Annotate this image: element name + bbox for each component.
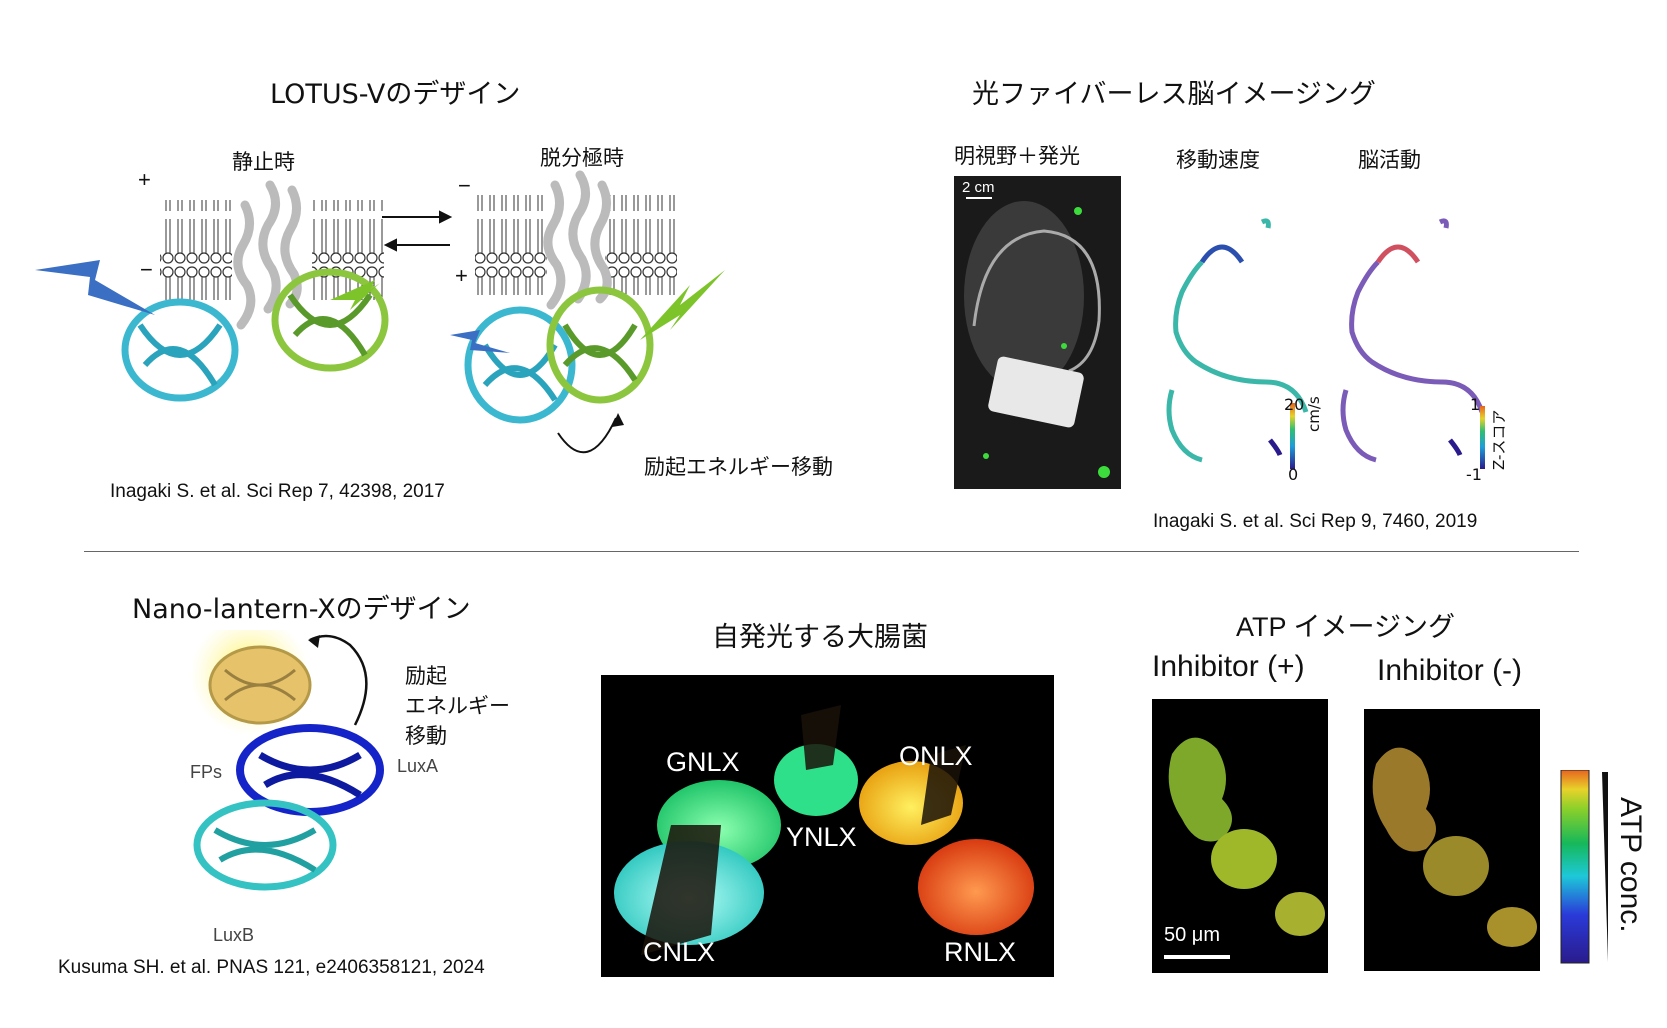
- flask-rnlx: RNLX: [944, 937, 1017, 967]
- scale-2cm: 2 cm: [962, 179, 995, 196]
- speed-colorbar: [1290, 403, 1295, 469]
- rest-state-label: 静止時: [232, 150, 295, 174]
- membrane-left-b: [312, 200, 384, 300]
- inhibitor-minus-label: Inhibitor (-): [1377, 654, 1523, 687]
- fps-label: FPs: [190, 762, 223, 782]
- nanolantern-citation: Kusuma SH. et al. PNAS 121, e2406358121,…: [58, 957, 485, 978]
- green-lightning-small: [330, 280, 380, 310]
- equilibrium-arrows: [382, 210, 453, 252]
- atp-image-plus: 50 μm: [1152, 699, 1328, 973]
- flask-onlx: ONLX: [899, 741, 973, 771]
- inhibitor-plus-label: Inhibitor (+): [1152, 650, 1305, 683]
- plus-left: +: [138, 167, 151, 192]
- membrane-left-a: [160, 200, 232, 300]
- brain-activity-label: 脳活動: [1358, 148, 1421, 172]
- voltage-sensor-right: [543, 170, 612, 310]
- flask-cnlx: CNLX: [643, 937, 716, 967]
- fp-barrel: [208, 645, 312, 725]
- voltage-sensor-left: [233, 180, 302, 330]
- fret-arrow: [557, 417, 617, 454]
- luxb-domain: [193, 799, 337, 891]
- flask-photo: GNLX YNLX ONLX CNLX RNLX: [601, 675, 1054, 977]
- flask-gnlx: GNLX: [666, 747, 740, 777]
- bacteria-title: 自発光する大腸菌: [712, 622, 928, 653]
- brain-citation: Inagaki S. et al. Sci Rep 9, 7460, 2019: [1153, 511, 1478, 532]
- membrane-right-a: [475, 195, 547, 295]
- nlx-energy-2: エネルギー: [405, 694, 510, 718]
- luxa-domain: [236, 724, 384, 816]
- speed-unit: cm/s: [1305, 396, 1323, 432]
- atp-colorbar: [1560, 770, 1608, 964]
- zscore-min: -1: [1466, 465, 1482, 484]
- green-lightning-large: [640, 270, 725, 340]
- trajectory-plots: [1166, 218, 1485, 469]
- blue-lightning-right: [450, 330, 510, 353]
- speed-trajectory: [1166, 218, 1309, 463]
- fret-label: 励起エネルギー移動: [644, 455, 833, 479]
- brightfield-label: 明視野＋発光: [954, 144, 1080, 168]
- minus-right: −: [458, 173, 471, 198]
- green-protein-right: [546, 286, 654, 404]
- nanolantern-diagram: [190, 630, 384, 891]
- zscore-max: 1: [1470, 395, 1481, 414]
- membrane-right-b: [605, 195, 677, 295]
- cyan-protein-left: [121, 298, 239, 402]
- zscore-unit: Z-スコア: [1490, 409, 1508, 470]
- green-protein-left: [271, 268, 389, 372]
- brightfield-image: 2 cm: [954, 176, 1121, 489]
- speed-min: 0: [1288, 465, 1299, 484]
- zscore-colorbar: [1480, 406, 1485, 469]
- nlx-energy-3: 移動: [405, 724, 447, 748]
- atp-conc-label: ATP conc.: [1614, 797, 1647, 933]
- lotus-citation: Inagaki S. et al. Sci Rep 7, 42398, 2017: [110, 481, 445, 502]
- speed-label: 移動速度: [1176, 148, 1260, 172]
- luxb-label: LuxB: [213, 925, 255, 945]
- lotus-diagram: + − − +: [35, 167, 725, 454]
- flask-ynlx: YNLX: [786, 822, 857, 852]
- atp-title: ATP イメージング: [1236, 612, 1455, 642]
- luxa-label: LuxA: [397, 756, 439, 776]
- nlx-energy-1: 励起: [405, 664, 447, 688]
- plus-right: +: [455, 263, 468, 288]
- speed-max: 20: [1284, 395, 1305, 414]
- blue-lightning-left: [35, 260, 155, 315]
- brain-imaging-title: 光ファイバーレス脳イメージング: [972, 79, 1376, 110]
- scale-50um: 50 μm: [1164, 924, 1220, 946]
- section-divider: [84, 551, 1579, 552]
- depolarized-state-label: 脱分極時: [540, 146, 624, 170]
- lotus-title: LOTUS-Vのデザイン: [270, 79, 521, 110]
- activity-trajectory: [1340, 218, 1485, 463]
- energy-transfer-arrow: [309, 634, 368, 726]
- atp-image-minus: [1364, 709, 1540, 971]
- nanolantern-title: Nano-lantern-Xのデザイン: [132, 594, 471, 625]
- minus-left: −: [140, 257, 153, 282]
